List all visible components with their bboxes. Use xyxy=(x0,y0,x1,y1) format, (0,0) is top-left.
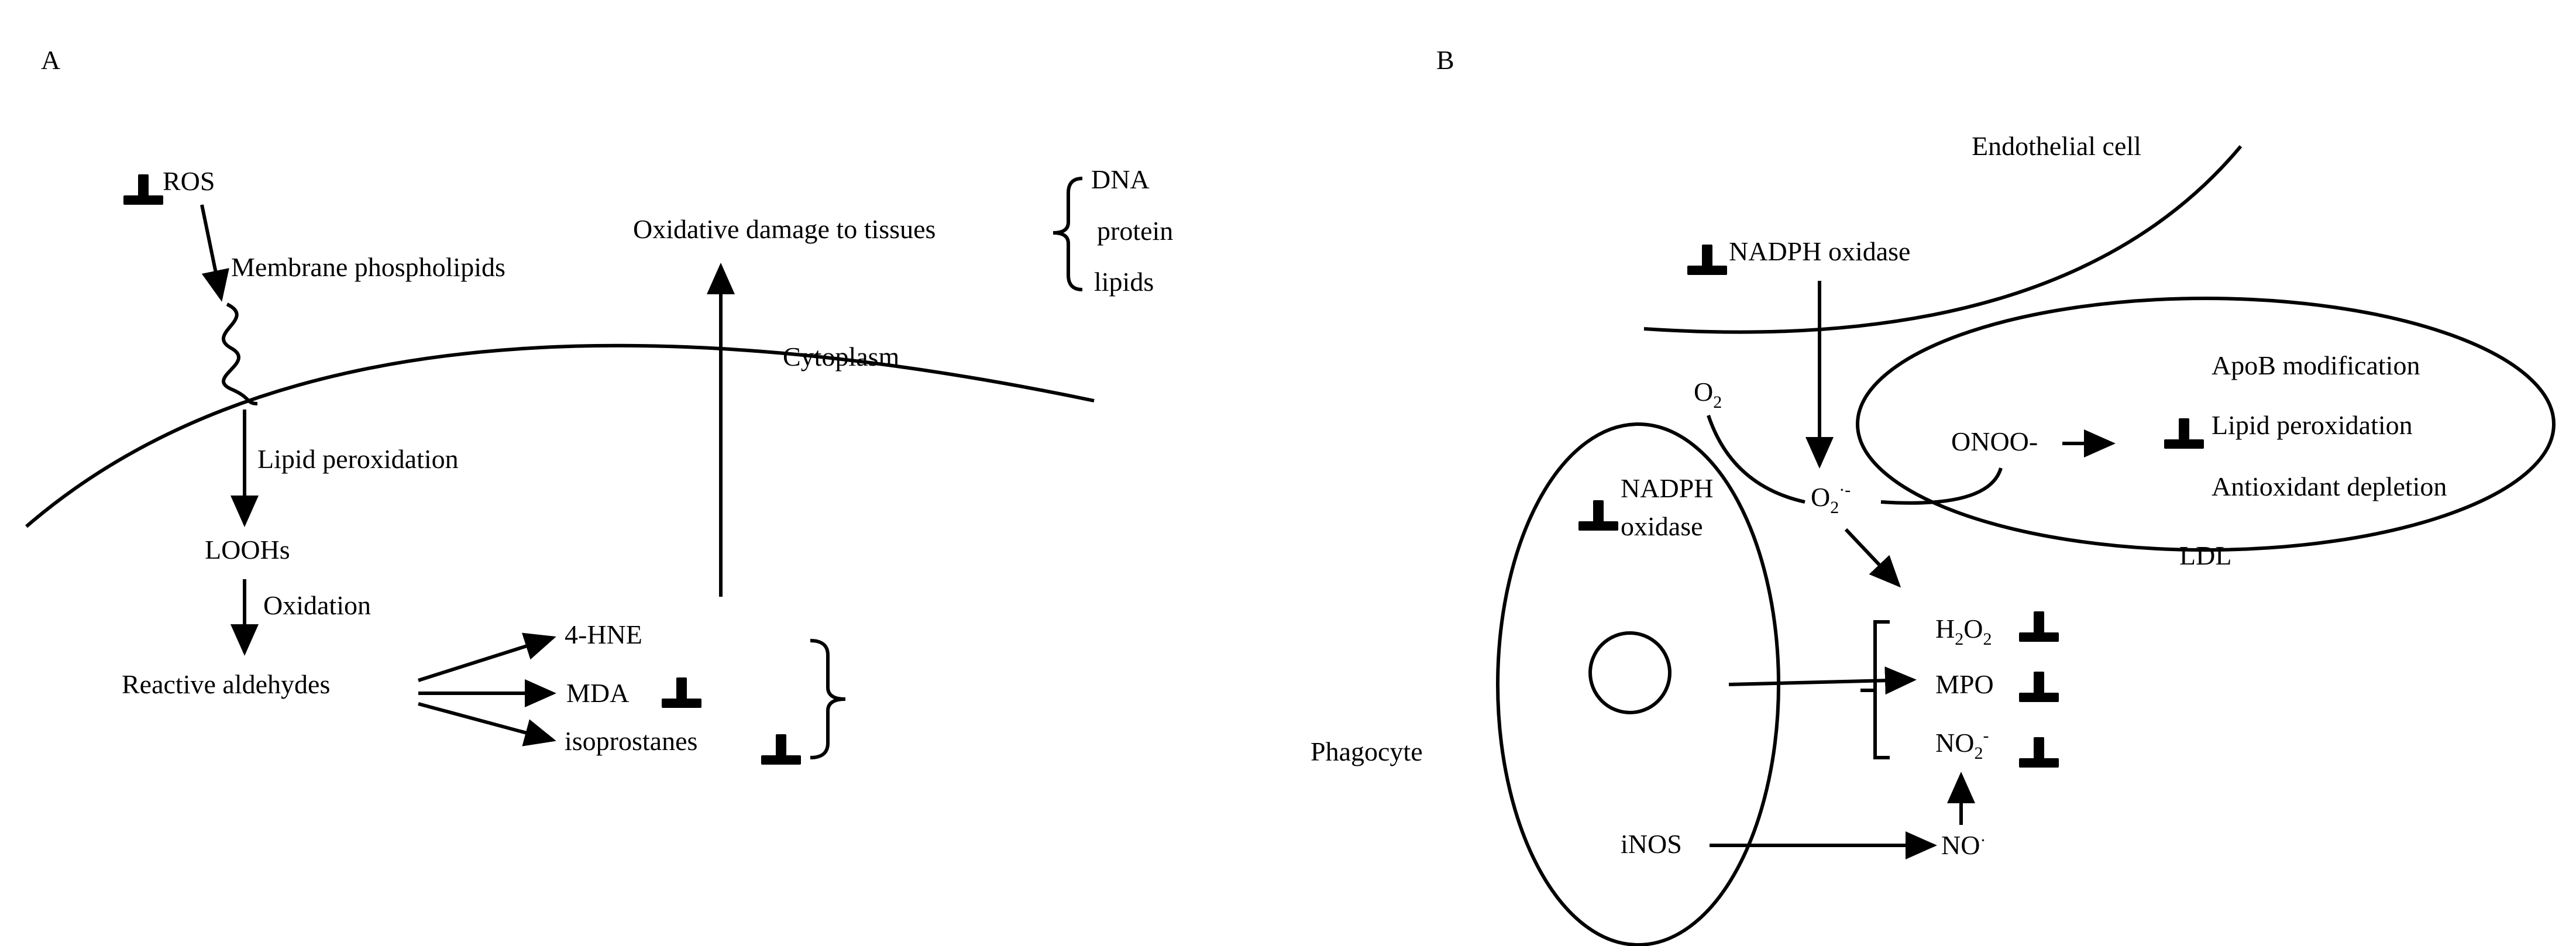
arrow-to-4hne xyxy=(418,632,556,682)
targets-brace xyxy=(1053,177,1083,291)
no2-label: NO2- xyxy=(1935,726,1989,763)
inhibitor-t-icon xyxy=(2019,737,2059,768)
nucleus-circle xyxy=(1588,631,1672,714)
superoxide-to-onoo-curve xyxy=(1880,467,2003,505)
superoxide-label: O2·- xyxy=(1811,480,1851,517)
lipids-label: lipids xyxy=(1094,267,1154,297)
panel-b-label: B xyxy=(1436,45,1454,75)
inhibitor-t-icon xyxy=(2019,611,2059,642)
phagocyte-nadph-label-line1: NADPH xyxy=(1621,473,1713,503)
hne-label: 4-HNE xyxy=(565,620,642,649)
isoprostanes-label: isoprostanes xyxy=(565,726,697,756)
onoo-label: ONOO- xyxy=(1951,426,2038,456)
lipid-peroxidation-label: Lipid peroxidation xyxy=(257,444,459,474)
membrane-phospholipids-label: Membrane phospholipids xyxy=(231,252,505,282)
oxidative-damage-label: Oxidative damage to tissues xyxy=(633,214,936,244)
inhibitor-t-icon xyxy=(1687,245,1727,275)
antioxidant-depletion-label: Antioxidant depletion xyxy=(2212,472,2447,501)
inhibitor-t-icon xyxy=(1578,500,1618,531)
cell-membrane xyxy=(25,343,1095,528)
h2o2-label: H2O2 xyxy=(1935,614,1992,649)
ldl-lipid-peroxidation-label: Lipid peroxidation xyxy=(2212,410,2413,440)
ros-label: ROS xyxy=(163,166,215,196)
ldl-label: LDL xyxy=(2179,541,2231,570)
mpo-label: MPO xyxy=(1935,669,1994,699)
inhibitor-t-icon xyxy=(761,734,801,765)
loohs-label: LOOHs xyxy=(205,535,290,565)
panel-b: B Endothelial cell NADPH oxidase O2 O2·-… xyxy=(1311,45,2556,946)
arrow-to-isoprostanes xyxy=(418,702,556,747)
superoxide-to-h2o2-arrow xyxy=(1844,528,1901,588)
inos-label: iNOS xyxy=(1621,829,1682,859)
protein-label: protein xyxy=(1097,216,1173,246)
o2-label: O2 xyxy=(1694,377,1722,412)
phagocyte-nadph-label-line2: oxidase xyxy=(1621,511,1703,541)
inhibitor-t-icon xyxy=(2164,418,2204,449)
products-brace xyxy=(1860,620,1890,759)
apob-modification-label: ApoB modification xyxy=(2212,350,2420,380)
o2-curve xyxy=(1707,415,1805,504)
reactive-aldehydes-label: Reactive aldehydes xyxy=(122,669,330,699)
panel-a: A ROS Membrane phospholipids Lipid perox… xyxy=(25,45,1173,765)
inhibitor-t-icon xyxy=(662,677,701,708)
mda-label: MDA xyxy=(566,678,629,708)
ldl-ellipse xyxy=(1856,297,2556,552)
endothelial-membrane xyxy=(1643,145,2243,334)
dna-label: DNA xyxy=(1091,164,1150,194)
no-radical-label: NO· xyxy=(1941,830,1986,860)
endothelial-cell-label: Endothelial cell xyxy=(1972,131,2141,161)
aldehydes-brace xyxy=(810,639,846,759)
oxidation-label: Oxidation xyxy=(263,590,371,620)
inhibitor-t-icon xyxy=(123,174,163,205)
cytoplasm-label: Cytoplasm xyxy=(783,342,900,371)
nadph-oxidase-endothelial-label: NADPH oxidase xyxy=(1729,236,1910,266)
inhibitor-t-icon xyxy=(2019,672,2059,702)
ros-arrow xyxy=(200,204,229,302)
phagocyte-to-products-arrow xyxy=(1728,666,1917,695)
phagocyte-label: Phagocyte xyxy=(1311,737,1423,766)
phospholipid-squiggle xyxy=(222,302,258,405)
panel-a-label: A xyxy=(41,45,60,75)
